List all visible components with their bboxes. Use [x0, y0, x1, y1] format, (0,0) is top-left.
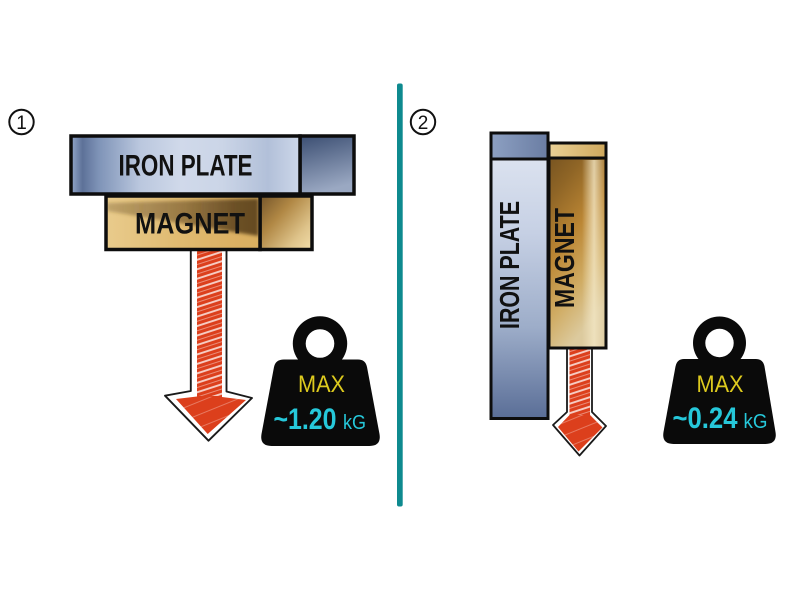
svg-text:2: 2: [418, 113, 429, 134]
svg-text:kG: kG: [343, 412, 366, 434]
svg-text:~0.24: ~0.24: [673, 402, 738, 435]
svg-text:kG: kG: [744, 411, 768, 433]
svg-text:MAX: MAX: [298, 371, 345, 398]
svg-text:MAGNET: MAGNET: [549, 208, 580, 308]
svg-text:1: 1: [16, 113, 27, 134]
svg-text:IRON PLATE: IRON PLATE: [494, 201, 525, 329]
svg-text:MAX: MAX: [697, 371, 744, 398]
svg-text:IRON PLATE: IRON PLATE: [119, 150, 253, 183]
svg-text:MAGNET: MAGNET: [135, 208, 245, 241]
svg-text:~1.20: ~1.20: [274, 403, 337, 436]
